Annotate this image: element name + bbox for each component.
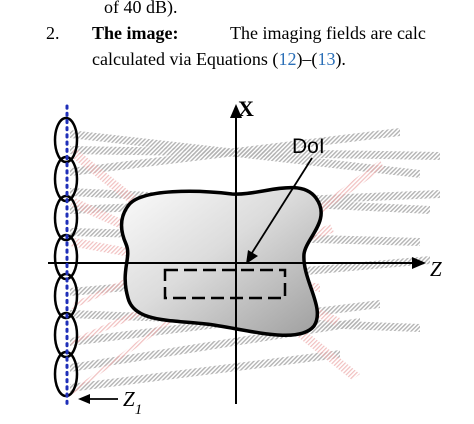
x-axis-arrowhead — [230, 104, 242, 118]
imaging-geometry-figure: X Z DoI Z1 — [48, 96, 442, 418]
z1-arrowhead — [78, 394, 90, 404]
scattering-object — [119, 185, 323, 337]
antenna-element — [53, 116, 79, 164]
z-axis-arrowhead — [412, 257, 426, 269]
x-axis-label: X — [238, 96, 254, 121]
doi-pointer-line — [249, 157, 313, 257]
z1-label-subscript: 1 — [135, 402, 143, 418]
doi-label: DoI — [292, 135, 325, 158]
list-item-text-line2: calculated via Equations (12)–(13). — [92, 48, 346, 70]
line2-prefix: calculated via Equations ( — [92, 49, 279, 69]
list-item-text-line1: The imaging fields are calc — [230, 23, 426, 43]
equation-range-dash: )–( — [296, 49, 318, 69]
z1-label: Z1 — [123, 387, 142, 418]
equation-link-12[interactable]: 12 — [278, 49, 297, 69]
list-item-number: 2. — [46, 23, 60, 43]
equation-link-13[interactable]: 13 — [317, 49, 336, 69]
z-axis-label: Z — [430, 257, 442, 281]
z1-label-base: Z — [123, 387, 135, 411]
doi-region — [163, 268, 287, 300]
line2-suffix: ). — [335, 49, 346, 69]
previous-line-fragment: of 40 dB). — [104, 0, 178, 17]
doi-pointer-arrowhead — [246, 250, 258, 264]
antenna-element — [53, 194, 79, 242]
gray-ray-band — [70, 350, 340, 392]
list-item-heading: The image: — [92, 23, 179, 43]
